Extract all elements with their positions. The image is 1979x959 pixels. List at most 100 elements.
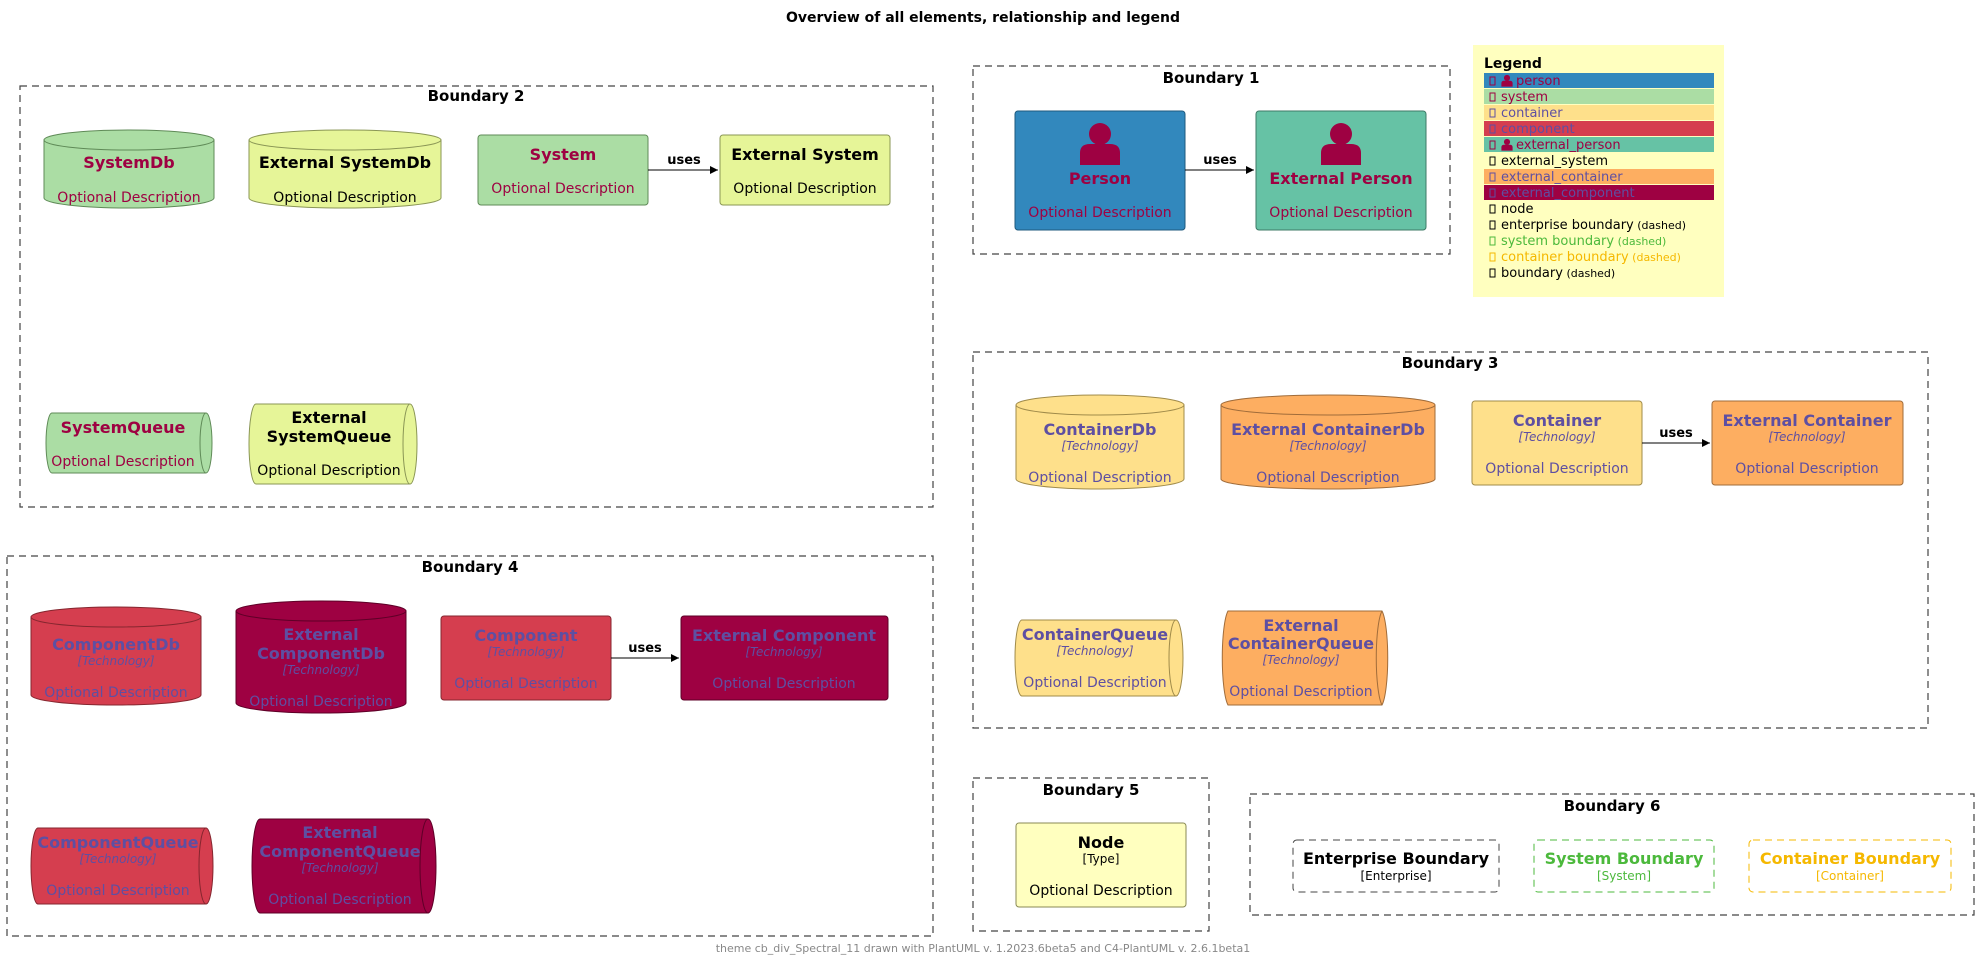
external-container-queue-name-line2: ContainerQueue <box>1228 634 1374 653</box>
external-component-queue-name-line2: ComponentQueue <box>259 842 420 861</box>
system-node[interactable]: System Optional Description <box>477 134 649 206</box>
legend-item-container: container <box>1484 105 1714 121</box>
person-name: Person <box>1069 169 1131 188</box>
legend-item-container-boundary: container boundary (dashed) <box>1484 249 1714 265</box>
boundary-1: Boundary 1 <box>972 65 1451 255</box>
legend-item-label: node <box>1501 202 1533 217</box>
diagram-title: Overview of all elements, relationship a… <box>786 10 1180 26</box>
system-boundary-name: System Boundary <box>1545 849 1704 868</box>
container-db-node[interactable]: ContainerDb [Technology] Optional Descri… <box>1015 394 1185 490</box>
legend-item-label: system boundary (dashed) <box>1501 234 1666 249</box>
container-queue-node[interactable]: ContainerQueue [Technology] Optional Des… <box>1014 619 1184 697</box>
component-queue-tech: [Technology] <box>79 852 156 866</box>
component-db-desc: Optional Description <box>44 685 187 701</box>
external-system-queue-node[interactable]: External SystemQueue Optional Descriptio… <box>248 403 418 485</box>
legend-swatch-icon <box>1489 236 1496 246</box>
component-db-name: ComponentDb <box>52 635 180 654</box>
footer-credit: theme cb_div_Spectral_11 drawn with Plan… <box>716 942 1251 955</box>
legend-item-suffix: (dashed) <box>1614 235 1666 248</box>
external-person-node[interactable]: External Person Optional Description <box>1255 110 1427 231</box>
system-queue-node[interactable]: SystemQueue Optional Description <box>45 412 213 474</box>
external-component-desc: Optional Description <box>712 676 855 692</box>
system-db-node[interactable]: SystemDb Optional Description <box>43 129 215 209</box>
legend-item-label: external_system <box>1501 154 1608 169</box>
external-component-queue-node[interactable]: External ComponentQueue [Technology] Opt… <box>251 818 437 914</box>
container-tech: [Technology] <box>1518 430 1595 444</box>
external-container-node[interactable]: External Container [Technology] Optional… <box>1711 400 1904 486</box>
node-name: Node <box>1078 833 1125 852</box>
container-boundary-name: Container Boundary <box>1760 849 1941 868</box>
external-component-node[interactable]: External Component [Technology] Optional… <box>680 615 889 701</box>
external-component-queue-desc: Optional Description <box>268 892 411 908</box>
legend-item-label: boundary (dashed) <box>1501 266 1615 281</box>
legend-swatch-icon <box>1489 220 1496 230</box>
legend-item-enterprise-boundary: enterprise boundary (dashed) <box>1484 217 1714 233</box>
container-queue-desc: Optional Description <box>1023 675 1166 691</box>
node-desc: Optional Description <box>1029 883 1172 899</box>
legend-item-external-system: external_system <box>1484 153 1714 169</box>
external-system-node[interactable]: External System Optional Description <box>719 134 891 206</box>
external-system-queue-name-line2: SystemQueue <box>267 427 392 446</box>
external-person-desc: Optional Description <box>1269 205 1412 221</box>
legend-swatch-icon <box>1489 252 1496 262</box>
component-name: Component <box>474 626 577 645</box>
boundary-2: Boundary 2 <box>19 85 934 508</box>
legend-swatch-icon <box>1489 108 1496 118</box>
node-node[interactable]: Node [Type] Optional Description <box>1015 822 1187 908</box>
enterprise-boundary-name: Enterprise Boundary <box>1303 849 1490 868</box>
legend-item-external-component: external_component <box>1484 185 1714 201</box>
legend-item-external-person: external_person <box>1484 137 1714 153</box>
container-db-name: ContainerDb <box>1044 420 1157 439</box>
legend-swatch-icon <box>1489 92 1496 102</box>
container-name: Container <box>1513 411 1601 430</box>
legend-item-external-container: external_container <box>1484 169 1714 185</box>
external-container-queue-node[interactable]: External ContainerQueue [Technology] Opt… <box>1221 610 1389 706</box>
external-component-db-name-line1: External <box>283 625 358 644</box>
boundary-4-label: Boundary 4 <box>422 558 519 576</box>
component-db-node[interactable]: ComponentDb [Technology] Optional Descri… <box>30 606 202 706</box>
container-queue-tech: [Technology] <box>1056 644 1133 658</box>
external-component-db-desc: Optional Description <box>249 694 392 710</box>
legend-item-person: person <box>1484 73 1714 89</box>
external-component-queue-tech: [Technology] <box>301 861 378 875</box>
legend-item-label: container <box>1501 106 1563 121</box>
legend-item-label: enterprise boundary (dashed) <box>1501 218 1686 233</box>
component-desc: Optional Description <box>454 676 597 692</box>
legend-swatch-icon <box>1489 172 1496 182</box>
container-boundary-sample: Container Boundary [Container] <box>1748 839 1952 893</box>
component-queue-node[interactable]: ComponentQueue [Technology] Optional Des… <box>30 827 214 905</box>
legend-item-suffix: (dashed) <box>1634 219 1686 232</box>
external-system-db-node[interactable]: External SystemDb Optional Description <box>248 129 442 209</box>
legend-item-boundary: boundary (dashed) <box>1484 265 1714 281</box>
external-component-db-name-line2: ComponentDb <box>257 644 385 663</box>
external-container-db-desc: Optional Description <box>1256 470 1399 486</box>
container-queue-name: ContainerQueue <box>1022 625 1168 644</box>
boundary-5: Boundary 5 <box>972 777 1210 932</box>
external-container-db-tech: [Technology] <box>1289 439 1366 453</box>
external-person-name: External Person <box>1269 169 1412 188</box>
legend-item-label: person <box>1516 74 1561 89</box>
boundary-6-label: Boundary 6 <box>1564 797 1661 815</box>
boundary-4: Boundary 4 <box>6 555 934 937</box>
external-container-db-node[interactable]: External ContainerDb [Technology] Option… <box>1220 394 1436 490</box>
boundary-6: Boundary 6 <box>1249 793 1975 916</box>
external-container-queue-name-line1: External <box>1263 616 1338 635</box>
component-queue-name: ComponentQueue <box>37 833 198 852</box>
external-component-db-node[interactable]: External ComponentDb [Technology] Option… <box>235 600 407 714</box>
relation-container-uses-external-container: uses <box>1642 426 1710 447</box>
system-queue-desc: Optional Description <box>51 454 194 470</box>
container-db-desc: Optional Description <box>1028 470 1171 486</box>
node-tech: [Type] <box>1083 852 1120 866</box>
boundary-1-label: Boundary 1 <box>1163 69 1260 87</box>
legend-item-system-boundary: system boundary (dashed) <box>1484 233 1714 249</box>
legend-swatch-icon <box>1489 140 1496 150</box>
component-node[interactable]: Component [Technology] Optional Descript… <box>440 615 612 701</box>
legend-items: personsystemcontainercomponentexternal_p… <box>1484 73 1714 281</box>
external-container-queue-tech: [Technology] <box>1262 653 1339 667</box>
system-db-desc: Optional Description <box>57 190 200 206</box>
person-node[interactable]: Person Optional Description <box>1014 110 1186 231</box>
container-node[interactable]: Container [Technology] Optional Descript… <box>1471 400 1643 486</box>
legend-swatch-icon <box>1489 188 1496 198</box>
legend-swatch-icon <box>1489 124 1496 134</box>
